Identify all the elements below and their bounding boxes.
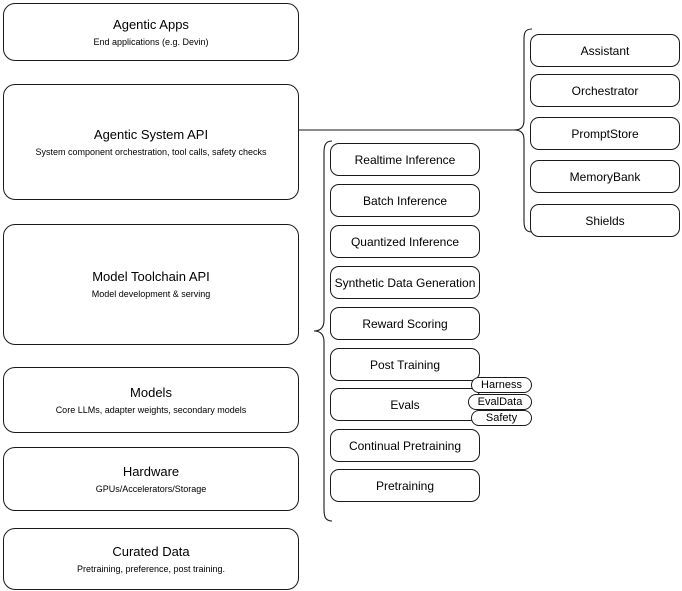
system-component-box-memorybank[interactable]: MemoryBank <box>530 160 680 193</box>
capability-box-reward-scoring[interactable]: Reward Scoring <box>330 307 480 340</box>
capability-box-synthetic-data-generation[interactable]: Synthetic Data Generation <box>330 266 480 299</box>
layer-subtitle: Core LLMs, adapter weights, secondary mo… <box>55 404 247 415</box>
system-component-box-promptstore[interactable]: PromptStore <box>530 117 680 150</box>
layer-subtitle: End applications (e.g. Devin) <box>93 36 209 47</box>
system-component-label: Assistant <box>580 43 630 58</box>
system-component-label: MemoryBank <box>569 169 641 184</box>
layer-title: Models <box>130 384 172 400</box>
system-component-box-assistant[interactable]: Assistant <box>530 34 680 67</box>
capability-label: Continual Pretraining <box>348 438 462 453</box>
capability-label: Evals <box>390 397 420 412</box>
capability-box-post-training[interactable]: Post Training <box>330 348 480 381</box>
evals-tag-label: EvalData <box>477 396 523 408</box>
evals-tag-harness[interactable]: Harness <box>471 377 532 393</box>
layer-box-hardware[interactable]: Hardware GPUs/Accelerators/Storage <box>3 447 299 511</box>
layer-title: Agentic Apps <box>113 16 189 32</box>
system-component-label: Shields <box>585 213 625 228</box>
layer-subtitle: System component orchestration, tool cal… <box>35 146 267 157</box>
capability-box-realtime-inference[interactable]: Realtime Inference <box>330 143 480 176</box>
layer-box-agentic-system-api[interactable]: Agentic System API System component orch… <box>3 84 299 200</box>
layer-title: Hardware <box>122 463 180 479</box>
evals-tag-evaldata[interactable]: EvalData <box>468 394 532 410</box>
system-component-label: Orchestrator <box>571 83 639 98</box>
capability-box-batch-inference[interactable]: Batch Inference <box>330 184 480 217</box>
layer-box-models[interactable]: Models Core LLMs, adapter weights, secon… <box>3 367 299 433</box>
capability-box-quantized-inference[interactable]: Quantized Inference <box>330 225 480 258</box>
layer-title: Agentic System API <box>93 126 209 142</box>
layer-box-agentic-apps[interactable]: Agentic Apps End applications (e.g. Devi… <box>3 3 299 61</box>
capability-label: Realtime Inference <box>354 152 456 167</box>
system-component-box-shields[interactable]: Shields <box>530 204 680 237</box>
capability-box-evals[interactable]: Evals <box>330 388 480 421</box>
layer-subtitle: Pretraining, preference, post training. <box>76 563 226 574</box>
layer-title: Curated Data <box>112 543 190 559</box>
capability-box-pretraining[interactable]: Pretraining <box>330 469 480 502</box>
evals-tag-label: Safety <box>485 412 518 424</box>
system-api-link-line <box>298 126 516 134</box>
layer-title: Model Toolchain API <box>92 269 210 284</box>
capability-label: Reward Scoring <box>362 316 448 331</box>
layer-subtitle: Model development & serving <box>91 289 211 299</box>
capability-label: Quantized Inference <box>350 234 460 249</box>
system-component-box-orchestrator[interactable]: Orchestrator <box>530 74 680 107</box>
capability-label: Pretraining <box>375 478 435 493</box>
evals-tag-safety[interactable]: Safety <box>471 410 532 426</box>
evals-tag-label: Harness <box>481 379 522 391</box>
capability-label: Batch Inference <box>362 193 448 208</box>
layer-box-model-toolchain-api[interactable]: Model Toolchain API Model development & … <box>3 224 299 345</box>
layer-box-curated-data[interactable]: Curated Data Pretraining, preference, po… <box>3 528 299 590</box>
capability-label: Post Training <box>369 357 441 372</box>
capability-label: Synthetic Data Generation <box>334 275 476 290</box>
system-component-label: PromptStore <box>571 126 639 141</box>
capability-box-continual-pretraining[interactable]: Continual Pretraining <box>330 429 480 462</box>
layer-subtitle: GPUs/Accelerators/Storage <box>95 483 207 494</box>
